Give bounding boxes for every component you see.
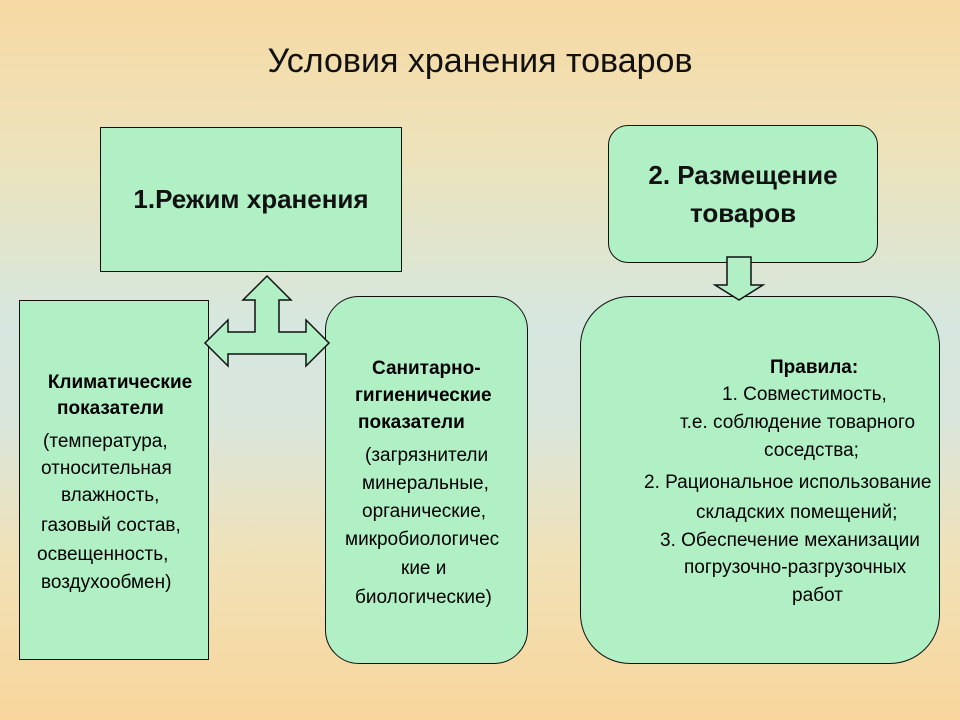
climate-indicators-box <box>19 300 209 660</box>
rules-line-1: 1. Совместимость, <box>722 384 887 405</box>
climate-line-1: (температура, <box>43 431 168 452</box>
storage-mode-label: 1.Режим хранения <box>133 184 369 214</box>
climate-line-2: относительная <box>41 458 172 479</box>
rules-text-area: Правила: 1. Совместимость, т.е. соблюден… <box>581 297 939 663</box>
sanitary-line-5: кие и <box>401 558 447 579</box>
sanitary-line-2: минеральные, <box>362 473 489 494</box>
goods-placement-line1: 2. Размещение <box>648 160 838 190</box>
sanitary-line-3: органические, <box>362 501 487 522</box>
rules-line-7: погрузочно-разгрузочных <box>684 557 907 578</box>
placement-rules-box <box>580 296 940 664</box>
sanitary-indicators-box <box>325 296 528 664</box>
rules-line-2: т.е. соблюдение товарного <box>680 412 916 433</box>
sanitary-line-4: микробиологичес <box>345 529 500 550</box>
sanitary-line-6: биологические) <box>355 587 492 608</box>
storage-mode-box: 1.Режим хранения <box>100 127 402 272</box>
slide-title: Условия хранения товаров <box>267 42 693 80</box>
down-arrow <box>712 256 766 301</box>
rules-line-4: 2. Рациональное использование <box>644 472 932 493</box>
sanitary-heading-2: гигиенические <box>355 385 492 406</box>
three-way-arrow <box>203 274 331 368</box>
climate-line-3: влажность, <box>61 485 160 506</box>
rules-line-3: соседства; <box>764 440 859 461</box>
climate-heading-1: Климатические <box>47 372 193 393</box>
rules-heading: Правила: <box>770 357 859 378</box>
climate-line-5: освещенность, <box>37 544 169 565</box>
goods-placement-line2: товаров <box>689 198 797 228</box>
rules-line-5: складских помещений; <box>696 502 898 523</box>
goods-placement-box: 2. Размещение товаров <box>608 125 878 263</box>
climate-line-6: воздухообмен) <box>41 572 172 593</box>
rules-line-6: 3. Обеспечение механизации <box>660 530 920 551</box>
sanitary-heading-3: показатели <box>358 412 465 433</box>
rules-line-8: работ <box>792 585 843 606</box>
sanitary-heading-1: Санитарно- <box>372 358 481 379</box>
climate-heading-2: показатели <box>57 398 164 419</box>
sanitary-line-1: (загрязнители <box>365 445 489 466</box>
climate-line-4: газовый состав, <box>41 515 181 536</box>
